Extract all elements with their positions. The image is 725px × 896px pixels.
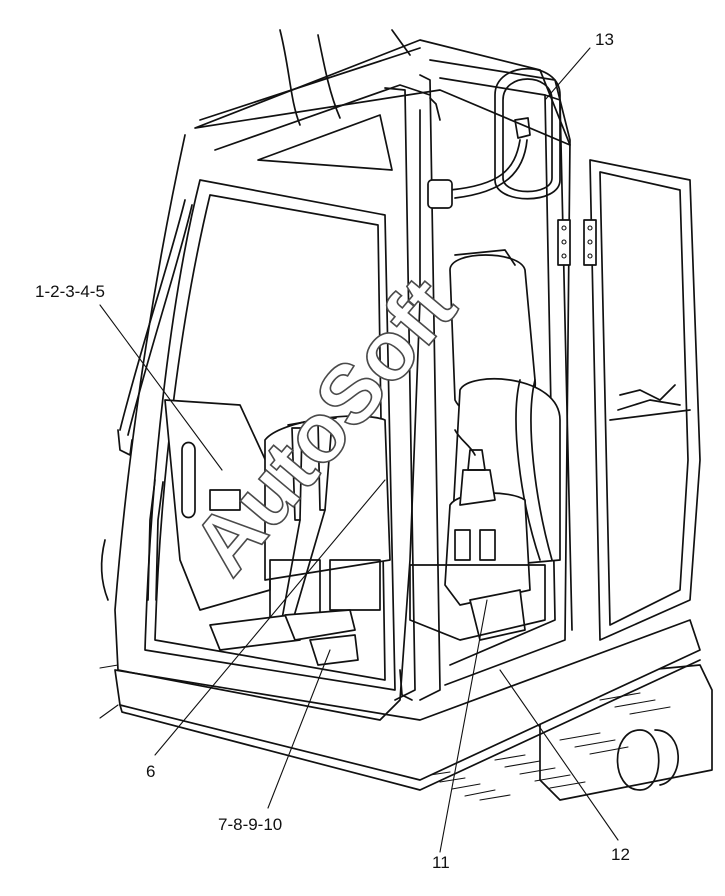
callout-7-8-9-10: 7-8-9-10: [218, 815, 282, 834]
callout-12: 12: [611, 845, 630, 864]
door-handles: [100, 97, 441, 701]
leader-1-5: [99, 304, 223, 471]
cab-frame: [114, 39, 701, 721]
leader-7-10: [267, 649, 331, 809]
callout-1-2-3-4-5: 1-2-3-4-5: [35, 282, 105, 301]
rear-view-mirror: [427, 67, 561, 209]
callout-11: 11: [432, 853, 450, 872]
wiper-arm: [117, 199, 193, 456]
callout-6: 6: [146, 762, 155, 781]
leader-12: [499, 669, 619, 841]
left-console: [164, 399, 391, 666]
callout-labels: 13 1-2-3-4-5 6 7-8-9-10 11 12: [35, 30, 630, 872]
right-console: [409, 429, 546, 641]
boom-arm: [279, 29, 411, 126]
callout-13: 13: [595, 30, 614, 49]
leader-11: [439, 599, 488, 853]
leader-6: [154, 479, 386, 756]
leader-lines: [99, 47, 619, 853]
leader-13: [544, 47, 591, 101]
cab-base: [99, 619, 701, 791]
